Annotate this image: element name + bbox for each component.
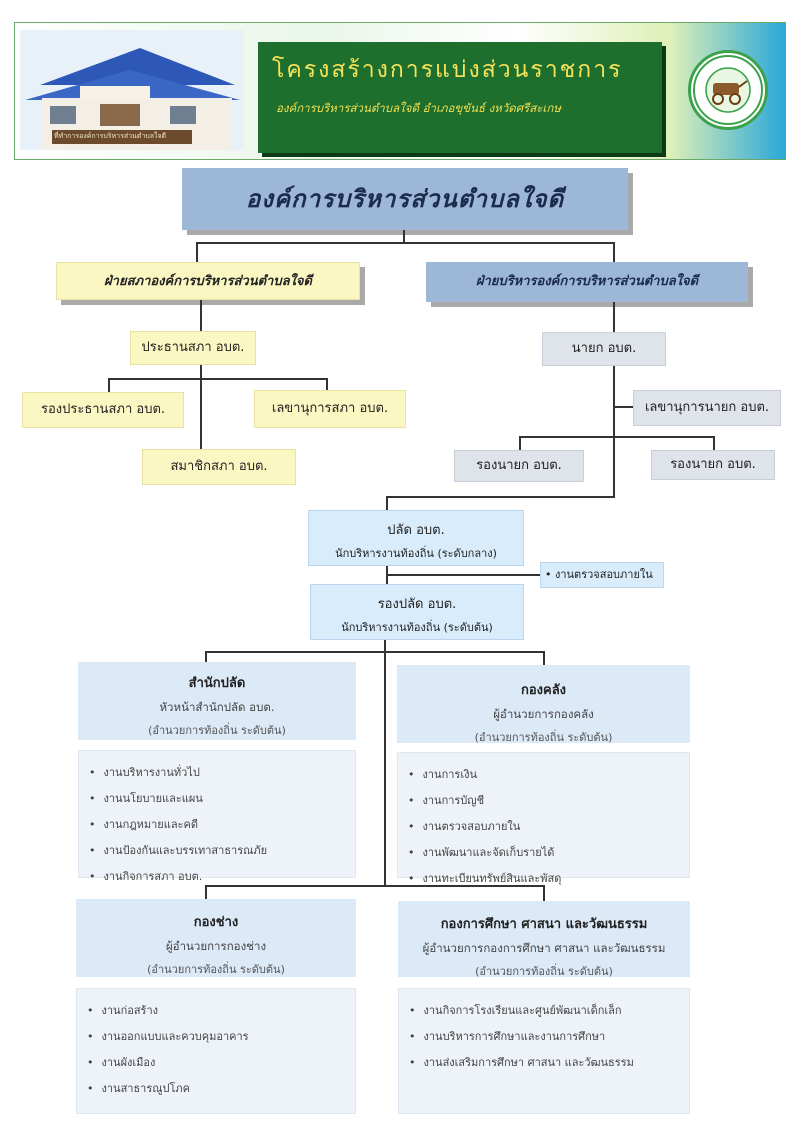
page-subtitle: องค์การบริหารส่วนตำบลใจดี อำเภอขุขันธ์ ง… xyxy=(276,101,561,115)
connector-line xyxy=(384,640,386,886)
division-level: (อำนวยการท้องถิ่น ระดับต้น) xyxy=(148,724,286,737)
division-level: (อำนวยการท้องถิ่น ระดับต้น) xyxy=(474,731,613,744)
list-item: งานบริหารการศึกษาและงานการศึกษา xyxy=(409,1027,689,1045)
council-member-box: สมาชิกสภา อบต. xyxy=(142,449,296,485)
list-item: งานตรวจสอบภายใน xyxy=(408,817,689,835)
division-box-finance: กองคลัง ผู้อำนวยการกองคลัง (อำนวยการท้อง… xyxy=(397,665,690,744)
connector-line xyxy=(386,496,388,510)
division-duties-finance: งานการเงิน งานการบัญชี งานตรวจสอบภายใน ง… xyxy=(397,752,690,885)
division-duties-education: งานกิจการโรงเรียนและศูนย์พัฒนาเด็กเล็ก ง… xyxy=(398,988,690,1114)
page-title: โครงสร้างการแบ่งส่วนราชการ xyxy=(272,57,623,83)
list-item: งานกฎหมายและคดี xyxy=(89,815,355,833)
connector-line xyxy=(108,378,328,380)
list-item: งานส่งเสริมการศึกษา ศาสนา และวัฒนธรรม xyxy=(409,1053,689,1071)
connector-line xyxy=(519,436,715,438)
list-item: งานพัฒนาและจัดเก็บรายได้ xyxy=(408,843,689,861)
connector-line xyxy=(326,378,328,392)
vice-mayor-box: รองนายก อบต. xyxy=(454,450,584,482)
connector-line xyxy=(205,885,545,887)
council-vice-president-box: รองประธานสภา อบต. xyxy=(22,392,184,428)
list-item: งานก่อสร้าง xyxy=(87,1001,355,1019)
executive-side-box: ฝ่ายบริหารองค์การบริหารส่วนตำบลใจดี xyxy=(426,262,748,302)
list-item: งานกิจการสภา อบต. xyxy=(89,867,355,885)
palad-box: ปลัด อบต. นักบริหารงานท้องถิ่น (ระดับกลา… xyxy=(308,510,524,566)
council-president-box: ประธานสภา อบต. xyxy=(130,331,256,365)
organization-seal-icon xyxy=(688,50,768,130)
connector-line xyxy=(519,436,521,450)
deputy-palad-level: นักบริหารงานท้องถิ่น (ระดับต้น) xyxy=(341,621,493,634)
division-box-education: กองการศึกษา ศาสนา และวัฒนธรรม ผู้อำนวยกา… xyxy=(398,901,690,978)
connector-line xyxy=(613,302,615,332)
mayor-box: นายก อบต. xyxy=(542,332,666,366)
office-building-photo: ที่ทำการองค์การบริหารส่วนตำบลใจดี xyxy=(20,30,244,150)
list-item: งานบริหารงานทั่วไป xyxy=(89,763,355,781)
division-head: หัวหน้าสำนักปลัด อบต. xyxy=(159,700,275,714)
connector-line xyxy=(200,365,202,449)
connector-line xyxy=(108,378,110,392)
connector-line xyxy=(200,300,202,331)
connector-line xyxy=(205,651,207,663)
connector-line xyxy=(403,230,405,242)
connector-line xyxy=(543,651,545,665)
list-item: งานกิจการโรงเรียนและศูนย์พัฒนาเด็กเล็ก xyxy=(409,1001,689,1019)
palad-title: ปลัด อบต. xyxy=(387,523,445,538)
connector-line xyxy=(205,885,207,899)
list-item: งานสาธารณูปโภค xyxy=(87,1079,355,1097)
list-item: งานออกแบบและควบคุมอาคาร xyxy=(87,1027,355,1045)
list-item: งานการเงิน xyxy=(408,765,689,783)
list-item: งานนโยบายและแผน xyxy=(89,789,355,807)
connector-line xyxy=(386,574,540,576)
vice-mayor-box: รองนายก อบต. xyxy=(651,450,775,480)
connector-line xyxy=(543,885,545,901)
division-name: กองการศึกษา ศาสนา และวัฒนธรรม xyxy=(440,917,648,932)
mayor-secretary-box: เลขานุการนายก อบต. xyxy=(633,390,781,426)
connector-line xyxy=(386,496,615,498)
connector-line xyxy=(205,651,545,653)
connector-line xyxy=(196,242,614,244)
division-duties-engineering: งานก่อสร้าง งานออกแบบและควบคุมอาคาร งานผ… xyxy=(76,988,356,1114)
connector-line xyxy=(196,242,198,262)
division-name: กองคลัง xyxy=(520,683,567,698)
title-panel xyxy=(258,42,662,153)
division-box-engineering: กองช่าง ผู้อำนวยการกองช่าง (อำนวยการท้อง… xyxy=(76,899,356,977)
list-item: งานทะเบียนทรัพย์สินและพัสดุ xyxy=(408,869,689,887)
deputy-palad-title: รองปลัด อบต. xyxy=(377,597,457,612)
connector-line xyxy=(613,406,633,408)
council-secretary-box: เลขานุการสภา อบต. xyxy=(254,390,406,428)
council-side-box: ฝ่ายสภาองค์การบริหารส่วนตำบลใจดี xyxy=(56,262,360,300)
division-name: กองช่าง xyxy=(193,915,239,930)
organization-title-box: องค์การบริหารส่วนตำบลใจดี xyxy=(182,168,628,230)
connector-line xyxy=(613,242,615,262)
division-level: (อำนวยการท้องถิ่น ระดับต้น) xyxy=(475,965,613,978)
internal-audit-box: • งานตรวจสอบภายใน xyxy=(540,562,664,588)
connector-line xyxy=(713,436,715,450)
division-duties-office: งานบริหารงานทั่วไป งานนโยบายและแผน งานกฎ… xyxy=(78,750,356,883)
division-name: สำนักปลัด xyxy=(188,676,246,691)
list-item: งานผังเมือง xyxy=(87,1053,355,1071)
building-illustration xyxy=(20,30,244,150)
division-head: ผู้อำนวยการกองช่าง xyxy=(165,939,267,953)
division-head: ผู้อำนวยการกองคลัง xyxy=(493,707,594,721)
photo-sign: ที่ทำการองค์การบริหารส่วนตำบลใจดี xyxy=(54,132,167,140)
deputy-palad-box: รองปลัด อบต. นักบริหารงานท้องถิ่น (ระดับ… xyxy=(310,584,524,640)
division-level: (อำนวยการท้องถิ่น ระดับต้น) xyxy=(147,963,285,976)
list-item: งานการบัญชี xyxy=(408,791,689,809)
division-box-office: สำนักปลัด หัวหน้าสำนักปลัด อบต. (อำนวยกา… xyxy=(78,662,356,740)
division-head: ผู้อำนวยการกองการศึกษา ศาสนา และวัฒนธรรม xyxy=(422,941,666,955)
connector-line xyxy=(613,366,615,498)
palad-level: นักบริหารงานท้องถิ่น (ระดับกลาง) xyxy=(335,547,497,560)
list-item: งานป้องกันและบรรเทาสาธารณภัย xyxy=(89,841,355,859)
